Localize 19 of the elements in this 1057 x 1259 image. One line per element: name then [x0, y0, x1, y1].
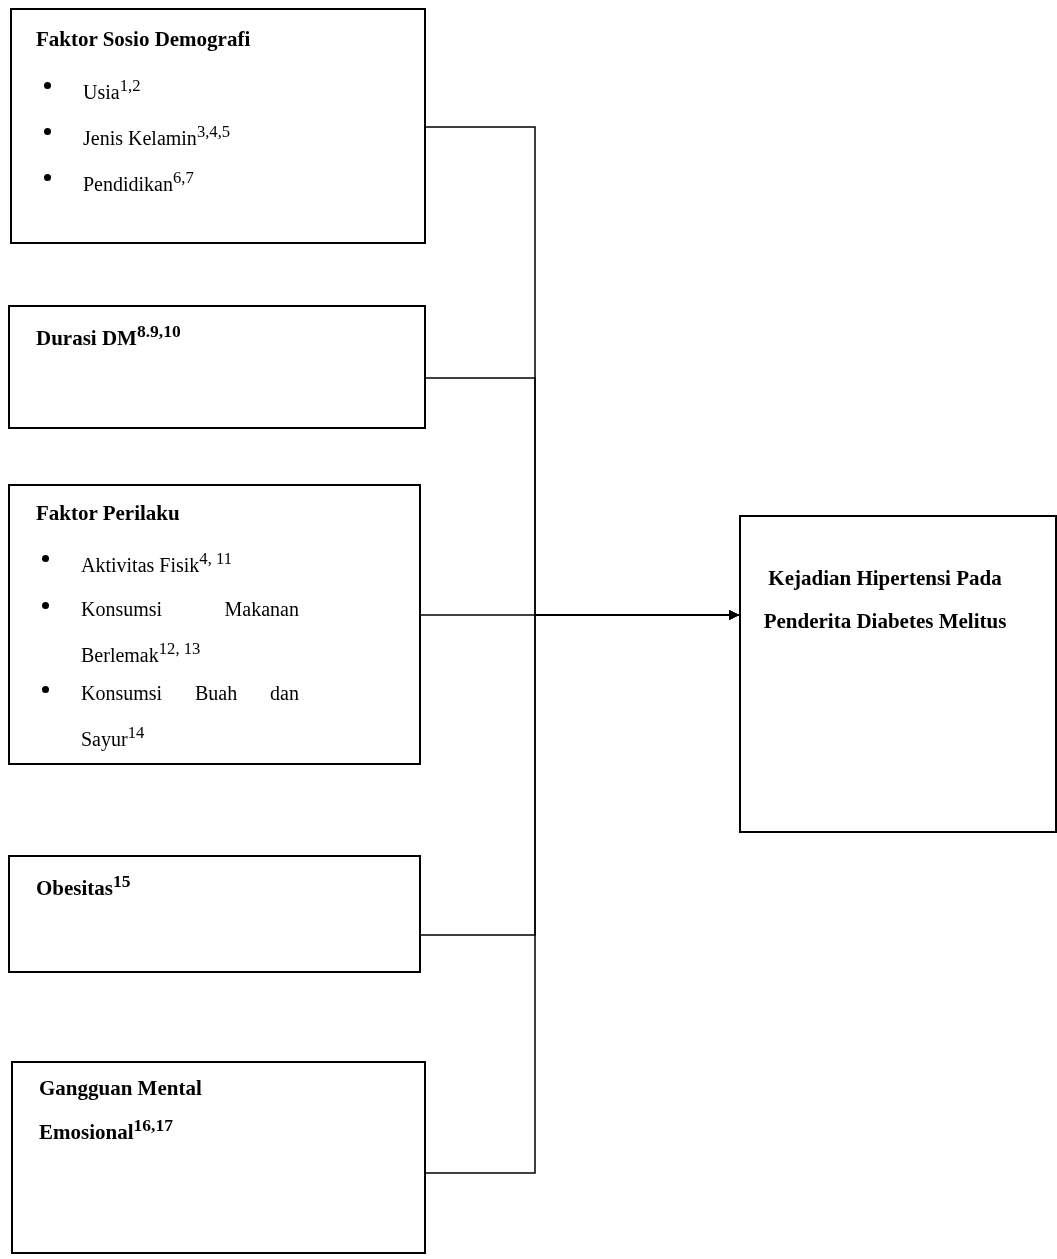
outcome-title: Kejadian Hipertensi Pada Penderita Diabetes Melitus	[762, 565, 1008, 636]
factor-item: Pendidikan$^{6,7}$	[83, 167, 195, 197]
factor-heading: Faktor Perilaku	[36, 500, 180, 527]
factor-heading: Gangguan Mental Emosional$^{16,17}$	[39, 1075, 203, 1146]
factor-heading: Obesitas$^{15}$	[36, 870, 131, 902]
factor-box	[8, 305, 426, 429]
factor-item: Konsumsi Makanan Berlemak$^{12, 13}$	[81, 597, 299, 668]
factor-item: Jenis Kelamin$^{3,4,5}$	[83, 121, 232, 151]
factor-item: Konsumsi Buah dan Sayur$^{14}$	[81, 681, 299, 753]
factor-item: Aktivitas Fisik$^{4, 11}$	[81, 548, 234, 578]
outcome-box	[739, 515, 1057, 833]
factor-box	[10, 8, 426, 244]
factor-box	[8, 484, 421, 765]
factor-heading: Durasi DM$^{8.9,10}$	[36, 320, 181, 352]
factor-box	[8, 855, 421, 973]
connector-arrow	[425, 610, 740, 1174]
factor-box	[11, 1061, 426, 1254]
factor-heading: Faktor Sosio Demografi	[36, 26, 251, 53]
factor-item: Usia$^{1,2}$	[83, 75, 142, 105]
